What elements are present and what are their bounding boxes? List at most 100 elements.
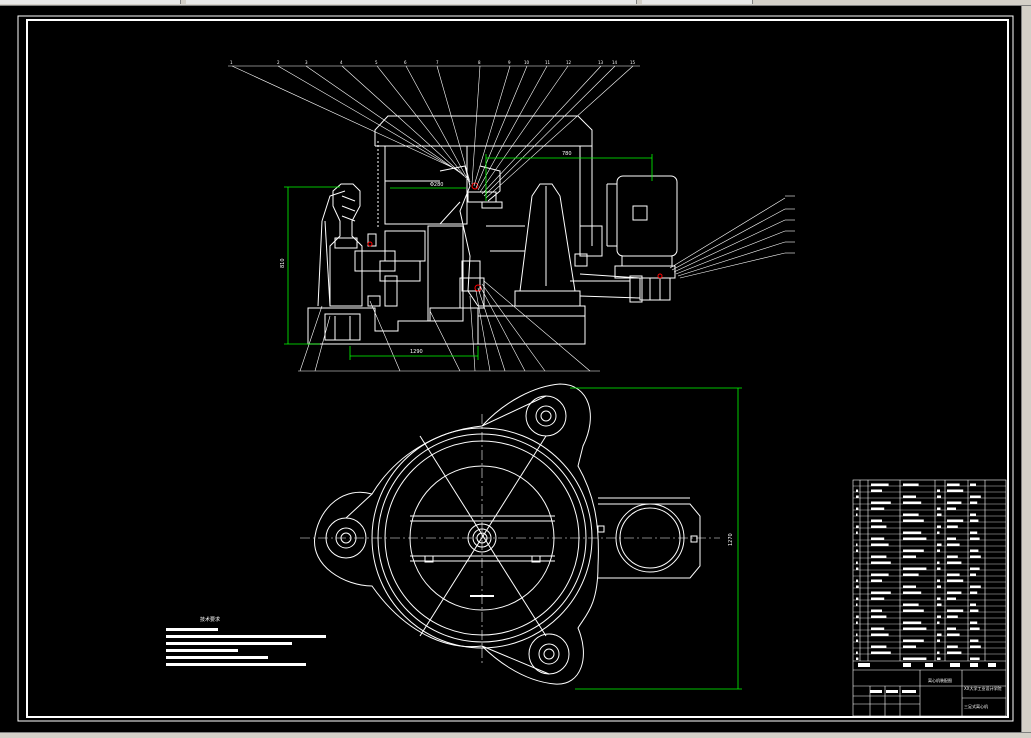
parts-cell-text — [937, 585, 941, 588]
parts-cell-text — [871, 537, 885, 540]
parts-cell-text — [947, 633, 960, 636]
parts-cell-text — [856, 657, 859, 660]
foot-top — [525, 395, 567, 437]
parts-cell-text — [937, 531, 940, 534]
right-column — [519, 183, 576, 292]
parts-cell-text — [970, 501, 978, 504]
parts-cell-text — [937, 597, 941, 600]
parts-cell-text — [970, 639, 979, 642]
parts-cell-text — [947, 525, 958, 528]
parts-cell-text — [947, 537, 956, 540]
parts-list-fills — [856, 483, 981, 660]
parts-cell-text — [903, 645, 916, 648]
parts-cell-text — [947, 609, 964, 612]
svg-text:6: 6 — [404, 60, 407, 65]
parts-cell-text — [871, 483, 889, 486]
parts-cell-text — [871, 519, 882, 522]
parts-cell-text — [947, 627, 956, 630]
title-block-texts: 离心机装配图 XX大学工业设计学院 三足式离心机 — [858, 663, 1001, 709]
parts-cell-text — [947, 483, 960, 486]
parts-cell-text — [937, 639, 940, 642]
parts-cell-text — [937, 489, 940, 492]
parts-cell-text — [871, 579, 882, 582]
svg-text:12: 12 — [566, 60, 572, 65]
outer-frame — [17, 15, 1014, 722]
parts-cell-text — [970, 657, 980, 660]
toolbar-segment[interactable] — [642, 0, 753, 4]
parts-cell-text — [970, 621, 978, 624]
parts-cell-text — [947, 561, 962, 564]
title-block-school: XX大学工业设计学院 — [964, 685, 1001, 691]
parts-cell-text — [903, 483, 919, 486]
parts-cell-text — [871, 651, 891, 654]
parts-cell-text — [937, 603, 942, 606]
parts-cell-text — [903, 531, 922, 534]
toolbar-segment[interactable] — [0, 0, 181, 4]
svg-text:7: 7 — [436, 60, 439, 65]
parts-cell-text — [970, 627, 980, 630]
parts-cell-text — [970, 585, 981, 588]
top-cover — [374, 115, 593, 146]
parts-cell-text — [937, 657, 941, 660]
parts-cell-text — [947, 489, 964, 492]
parts-cell-text — [903, 591, 922, 594]
left-column — [329, 183, 363, 307]
tech-requirements: 技术要求 — [166, 616, 326, 666]
parts-cell-text — [871, 573, 889, 576]
parts-cell-text — [970, 555, 981, 558]
parts-cell-text — [903, 513, 919, 516]
parts-cell-text — [903, 537, 927, 540]
inner-frame — [26, 19, 1009, 718]
parts-cell-text — [937, 507, 941, 510]
parts-cell-text — [856, 639, 859, 642]
plan-view — [314, 383, 701, 685]
parts-cell-text — [947, 645, 958, 648]
dim-height: 810 — [280, 258, 286, 268]
leader-lines-right — [669, 195, 795, 279]
leader-lines-top — [228, 65, 640, 199]
dim-base-width: 1290 — [410, 349, 423, 355]
parts-cell-text — [871, 615, 887, 618]
parts-cell-text — [937, 513, 942, 516]
plan-dimensions — [570, 387, 742, 690]
vertical-scrollbar[interactable] — [1021, 6, 1031, 732]
parts-cell-text — [970, 603, 976, 606]
parts-cell-text — [856, 603, 858, 606]
svg-text:1: 1 — [230, 60, 233, 65]
parts-cell-text — [856, 513, 858, 516]
basket-wall — [384, 145, 468, 225]
leader-lines-bottom — [298, 280, 600, 372]
parts-cell-text — [903, 585, 916, 588]
parts-cell-text — [871, 561, 891, 564]
horizontal-scrollbar[interactable] — [0, 732, 1031, 738]
parts-cell-text — [856, 507, 859, 510]
svg-text:15: 15 — [630, 60, 636, 65]
parts-cell-text — [856, 561, 858, 564]
parts-cell-text — [856, 621, 858, 624]
motor-plate — [598, 503, 701, 579]
parts-cell-text — [856, 489, 859, 492]
parts-cell-text — [937, 615, 941, 618]
toolbar-segment[interactable] — [186, 0, 637, 4]
base-outline — [314, 383, 599, 685]
parts-cell-text — [871, 507, 885, 510]
parts-cell-text — [903, 603, 919, 606]
parts-cell-text — [947, 519, 964, 522]
parts-cell-text — [970, 537, 980, 540]
parts-cell-text — [903, 555, 916, 558]
parts-cell-text — [947, 501, 962, 504]
parts-cell-text — [947, 579, 964, 582]
svg-text:4: 4 — [340, 60, 343, 65]
parts-cell-text — [937, 621, 940, 624]
parts-cell-text — [871, 501, 891, 504]
parts-cell-text — [970, 609, 979, 612]
parts-cell-text — [871, 543, 889, 546]
parts-cell-text — [856, 597, 859, 600]
parts-cell-text — [856, 531, 858, 534]
parts-cell-text — [937, 651, 940, 654]
parts-cell-text — [856, 543, 858, 546]
parts-cell-text — [871, 633, 889, 636]
